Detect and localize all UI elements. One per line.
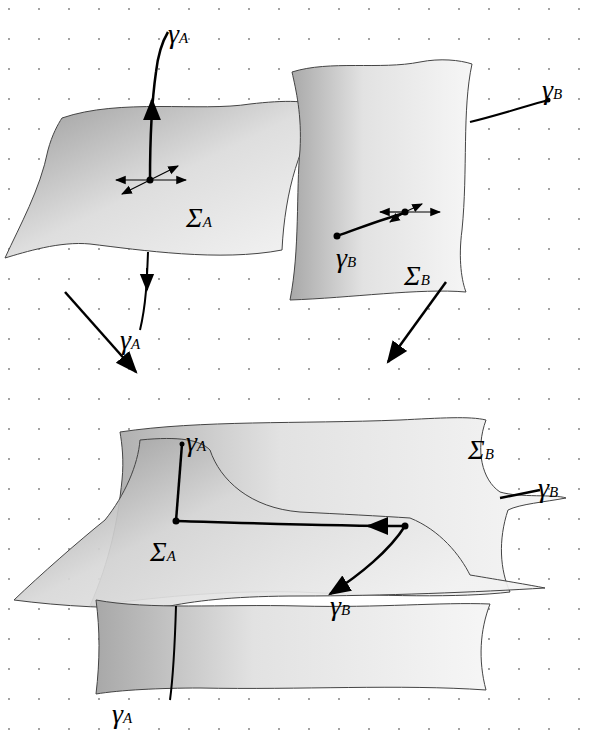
curve-label: γA — [168, 20, 188, 48]
curve-label: γB — [538, 474, 558, 502]
curve-label: γB — [336, 244, 356, 272]
curve-label: γB — [542, 76, 562, 104]
curve-label: γA — [112, 700, 132, 728]
surface-label: ΣB — [404, 262, 430, 290]
surface-label: ΣB — [468, 436, 494, 464]
curve-label: γB — [330, 592, 350, 620]
curve-label: γA — [186, 428, 206, 456]
surface-label: ΣA — [186, 204, 212, 232]
curve-label: γA — [120, 326, 140, 354]
surface-label: ΣA — [150, 538, 176, 566]
